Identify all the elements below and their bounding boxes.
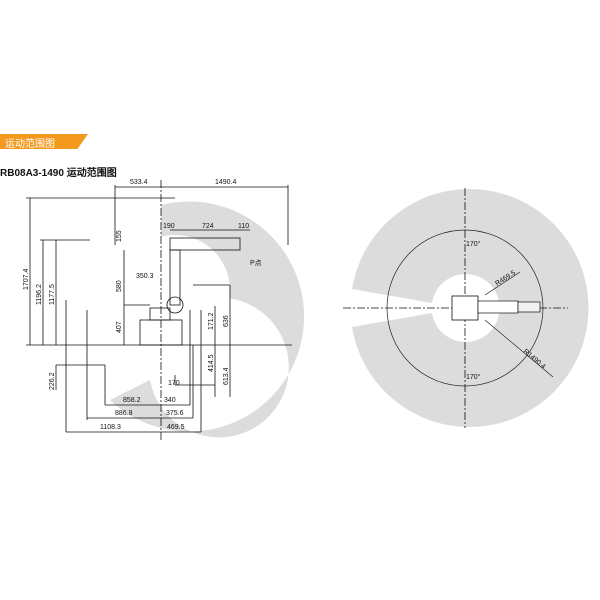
side-range-area (110, 201, 305, 438)
top-range-area (352, 189, 589, 428)
dim-1196-2: 1196.2 (36, 284, 43, 305)
dim-375-6: 375.6 (166, 410, 184, 417)
dim-1707-4: 1707.4 (23, 268, 30, 290)
side-view-labels: 533.4 1490.4 190 724 110 P点 350.3 170 85… (23, 179, 262, 431)
angle-bottom: 170° (466, 373, 481, 381)
dim-414-5: 414.5 (208, 354, 215, 372)
dim-858-2: 858.2 (123, 397, 141, 404)
dim-226-2: 226.2 (49, 372, 56, 390)
angle-top: 170° (466, 240, 481, 248)
dim-190: 190 (163, 223, 175, 230)
dim-171-2: 171.2 (208, 312, 215, 330)
dim-407: 407 (116, 321, 123, 333)
dim-1490-4: 1490.4 (215, 179, 237, 186)
section-header-label: 运动范围图 (5, 139, 55, 150)
dim-613-4: 613.4 (223, 367, 230, 385)
dim-110: 110 (238, 223, 249, 230)
dim-636: 636 (223, 315, 230, 327)
dim-170: 170 (168, 380, 180, 387)
dim-580: 580 (116, 280, 123, 292)
dim-533-4: 533.4 (130, 179, 148, 186)
side-view (26, 180, 305, 440)
dim-155: 155 (116, 230, 123, 242)
point-p: P点 (250, 259, 262, 267)
top-view: 170° 170° R469.5 R1490.4 (343, 188, 589, 428)
dim-886-8: 886.8 (115, 410, 133, 417)
dim-1108-3: 1108.3 (100, 424, 121, 431)
dim-469-5: 469.5 (167, 424, 185, 431)
dim-724: 724 (202, 223, 214, 230)
section-header: 运动范围图 (0, 134, 88, 149)
dim-340: 340 (164, 397, 176, 404)
diagram-title: RB08A3-1490 运动范围图 (0, 168, 117, 179)
dim-1177-5: 1177.5 (49, 284, 56, 305)
dim-350-3: 350.3 (136, 273, 154, 280)
